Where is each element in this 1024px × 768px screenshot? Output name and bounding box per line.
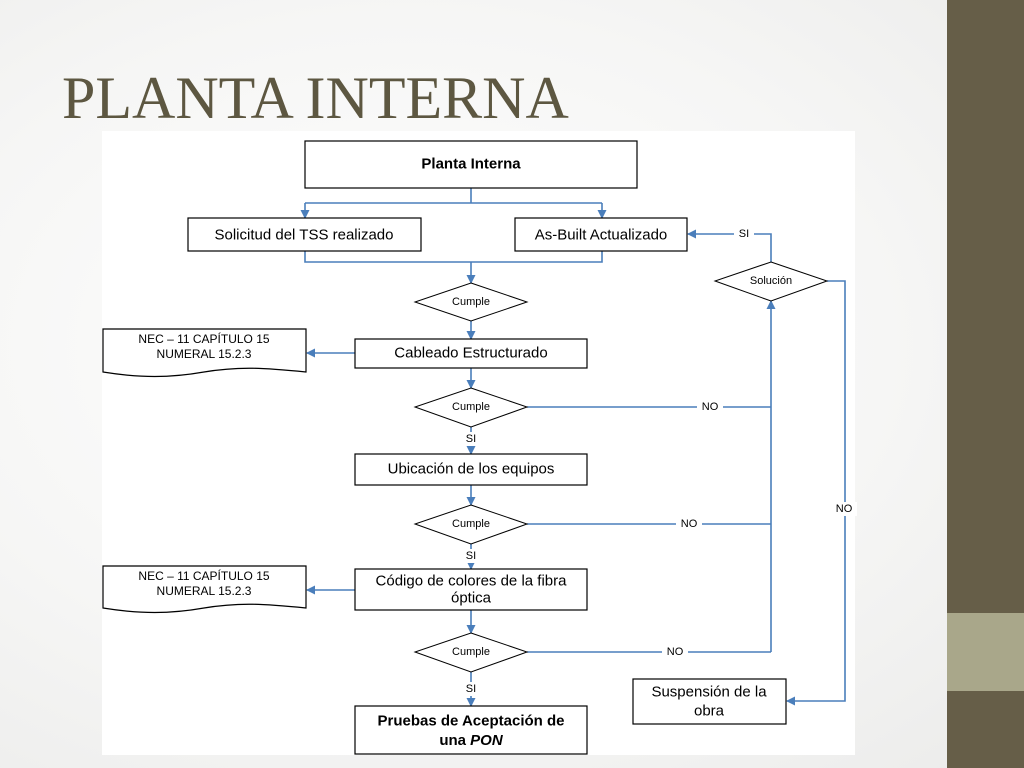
- decision-cumple-3: Cumple: [413, 504, 529, 545]
- node-suspension: Suspensión de la obra: [632, 678, 787, 725]
- decision-solucion-label: Solución: [750, 275, 792, 287]
- connector-solucion-si: [687, 229, 772, 262]
- node-suspension-line1: Suspensión de la: [651, 684, 767, 701]
- connector-merge: [304, 251, 603, 263]
- node-ubicacion: Ubicación de los equipos: [354, 453, 588, 486]
- label-si-solucion: SI: [739, 228, 749, 240]
- node-tss-label: Solicitud del TSS realizado: [215, 227, 394, 244]
- decision-cumple-3-label: Cumple: [452, 518, 490, 530]
- decision-cumple-4: Cumple: [413, 632, 529, 673]
- node-codigo-line2: óptica: [451, 590, 492, 607]
- connector-solucion-no: [786, 280, 846, 706]
- node-cableado-label: Cableado Estructurado: [394, 345, 547, 362]
- node-cableado: Cableado Estructurado: [354, 338, 588, 369]
- node-pruebas-prefix: una: [439, 732, 470, 749]
- decision-cumple-1-label: Cumple: [452, 296, 490, 308]
- node-pruebas-pon: PON: [470, 732, 504, 749]
- label-no-2: NO: [681, 518, 698, 530]
- node-tss: Solicitud del TSS realizado: [187, 217, 422, 252]
- node-pruebas-line2: una PON: [439, 732, 504, 749]
- doc-nec-2-line1: NEC – 11 CAPÍTULO 15: [138, 568, 269, 583]
- slide-title: PLANTA INTERNA: [62, 65, 569, 131]
- doc-nec-1: NEC – 11 CAPÍTULO 15 NUMERAL 15.2.3: [102, 328, 307, 378]
- node-start: Planta Interna: [304, 140, 638, 189]
- node-pruebas-line1: Pruebas de Aceptación de: [377, 713, 564, 730]
- node-start-label: Planta Interna: [421, 156, 521, 173]
- node-asbuilt-label: As-Built Actualizado: [535, 227, 668, 244]
- node-pruebas: Pruebas de Aceptación de una PON: [354, 705, 588, 755]
- sidebar-accent-block: [947, 613, 1024, 691]
- decision-cumple-1: Cumple: [413, 282, 529, 322]
- node-codigo-line1: Código de colores de la fibra: [376, 573, 568, 590]
- doc-nec-2: NEC – 11 CAPÍTULO 15 NUMERAL 15.2.3: [102, 565, 307, 614]
- node-codigo: Código de colores de la fibra óptica: [354, 568, 588, 611]
- doc-nec-1-line1: NEC – 11 CAPÍTULO 15: [138, 331, 269, 346]
- decision-solucion: Solución: [713, 261, 829, 302]
- connectors: [300, 188, 846, 707]
- label-no-3: NO: [667, 646, 684, 658]
- node-ubicacion-label: Ubicación de los equipos: [388, 461, 555, 478]
- decision-cumple-2: Cumple: [413, 387, 529, 428]
- label-no-1: NO: [702, 401, 719, 413]
- doc-nec-2-line2: NUMERAL 15.2.3: [157, 584, 252, 598]
- connector-labels: SI NO NO NO NO SI SI SI: [461, 227, 857, 696]
- doc-nec-1-line2: NUMERAL 15.2.3: [157, 347, 252, 361]
- decision-cumple-2-label: Cumple: [452, 401, 490, 413]
- label-no-solucion: NO: [836, 503, 853, 515]
- node-suspension-line2: obra: [694, 703, 725, 720]
- node-asbuilt: As-Built Actualizado: [514, 217, 688, 252]
- label-si-2: SI: [466, 550, 476, 562]
- decision-cumple-4-label: Cumple: [452, 646, 490, 658]
- label-si-3: SI: [466, 683, 476, 695]
- label-si-1: SI: [466, 433, 476, 445]
